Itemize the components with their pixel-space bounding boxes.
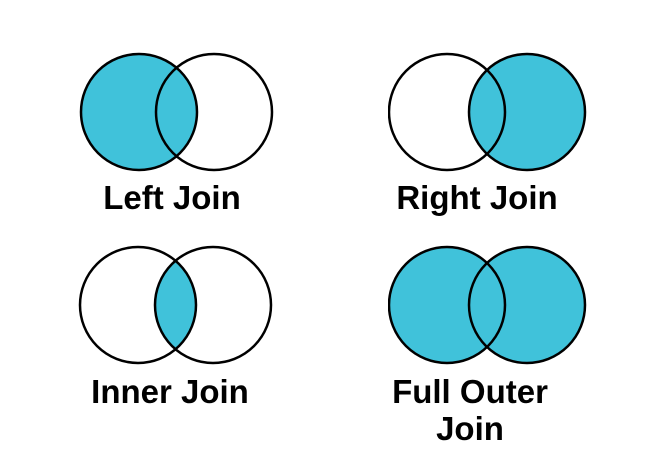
venn-label-left-join: Left Join <box>103 179 241 216</box>
intersection-region-fill <box>156 54 197 170</box>
right-circle-outline <box>467 245 587 365</box>
left-circle-outline <box>78 245 198 365</box>
venn-label-right-join: Right Join <box>396 179 558 216</box>
right-circle-outline <box>467 52 587 172</box>
left-circle-outline <box>388 52 507 172</box>
right-circle-outline <box>154 52 274 172</box>
venn-inner-join-icon <box>78 245 273 365</box>
left-circle-outline <box>388 245 507 365</box>
left-circle-outline <box>79 52 199 172</box>
right-circle-outline <box>153 245 273 365</box>
venn-left-join-icon <box>79 52 274 172</box>
venn-full-outer-join-icon <box>388 245 587 365</box>
venn-label-full-outer-join: Full Outer Join <box>392 373 548 447</box>
venn-label-inner-join: Inner Join <box>91 373 249 410</box>
intersection-region-fill <box>155 247 196 363</box>
venn-right-join-icon <box>388 52 587 172</box>
